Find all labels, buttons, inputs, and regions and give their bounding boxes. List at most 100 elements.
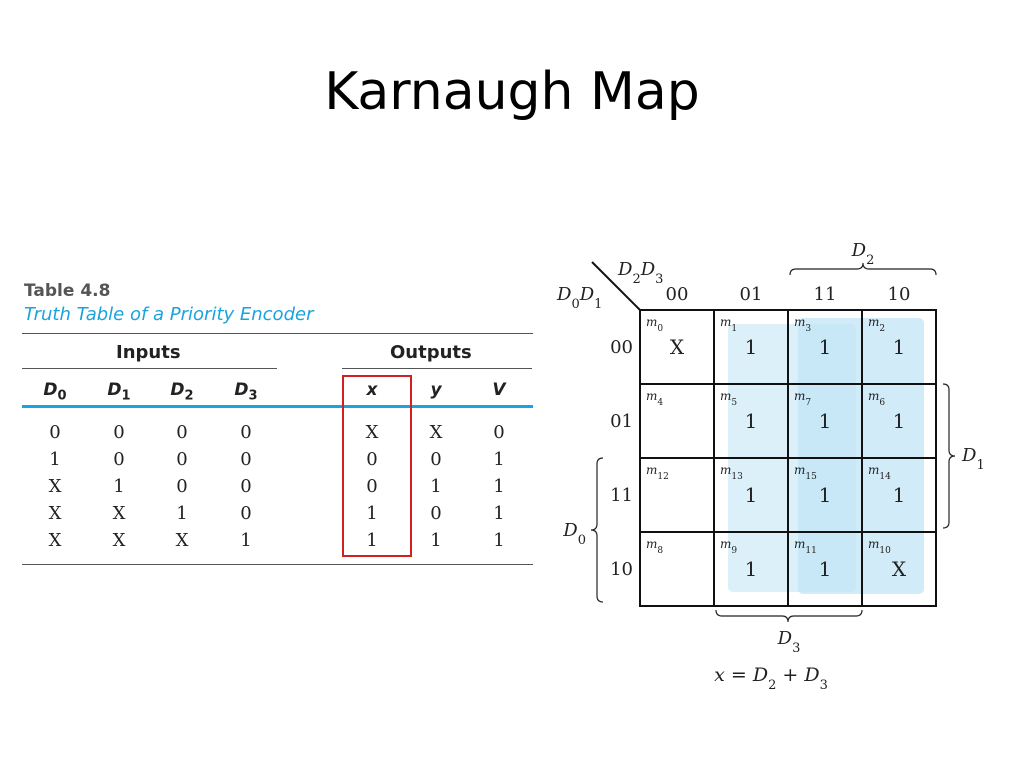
table-cell: 1	[176, 503, 188, 524]
brace-left-label: D0	[562, 520, 586, 548]
table-cell: X	[48, 503, 62, 524]
kmap-groupings	[728, 318, 924, 594]
kmap-equation: x = D2 + D3	[714, 664, 828, 693]
kmap-row-code: 10	[610, 559, 633, 580]
kmap-minterm: m2	[868, 315, 885, 334]
table-cell: 0	[113, 422, 125, 443]
col-header-d3: D3	[234, 380, 258, 404]
kmap-minterm: m9	[720, 537, 737, 556]
kmap-cell-value: 1	[745, 335, 758, 359]
table-cell: X	[429, 422, 443, 443]
table-cell: X	[48, 476, 62, 497]
kmap-minterm: m0	[646, 315, 663, 334]
table-cell: 1	[493, 449, 505, 470]
brace-right	[942, 383, 956, 529]
table-cell: 1	[493, 503, 505, 524]
table-cell: 0	[49, 422, 61, 443]
table-top-rule	[22, 333, 533, 334]
outputs-header: Outputs	[390, 342, 472, 363]
table-cell: 0	[176, 476, 188, 497]
kmap-corner-top: D2D3	[617, 259, 663, 287]
table-cell: 0	[113, 449, 125, 470]
header-rule	[22, 405, 533, 408]
table-cell: 0	[240, 503, 252, 524]
table-cell: X	[112, 530, 126, 551]
table-label: Table 4.8	[24, 281, 111, 301]
table-cell: 0	[176, 449, 188, 470]
kmap-minterm: m3	[794, 315, 811, 334]
brace-bottom-label: D3	[777, 628, 801, 656]
table-cell: 0	[240, 449, 252, 470]
table-cell: 0	[176, 422, 188, 443]
kmap-corner-diagonal	[591, 261, 641, 311]
table-cell: 0	[493, 422, 505, 443]
table-cell: 0	[366, 476, 378, 497]
kmap-minterm: m7	[794, 389, 811, 408]
kmap-row-code: 01	[610, 411, 633, 432]
table-cell: 1	[366, 503, 378, 524]
kmap-cell-value: 1	[819, 557, 832, 581]
table-cell: 1	[49, 449, 61, 470]
table-bottom-rule	[22, 564, 533, 565]
kmap-cell-value: 1	[745, 557, 758, 581]
kmap-minterm: m15	[794, 463, 817, 482]
kmap-minterm: m1	[720, 315, 737, 334]
table-cell: 0	[240, 422, 252, 443]
table-cell: 0	[366, 449, 378, 470]
kmap-cell-value: 1	[819, 409, 832, 433]
table-cell: 0	[430, 503, 442, 524]
kmap-minterm: m6	[868, 389, 885, 408]
kmap-cell-value: 1	[893, 409, 906, 433]
col-header-d2: D2	[170, 380, 194, 404]
brace-top-label: D2	[851, 240, 875, 268]
kmap-minterm: m10	[868, 537, 891, 556]
kmap-cell-value: 1	[745, 483, 758, 507]
table-cell: 1	[240, 530, 252, 551]
kmap-col-code: 01	[740, 284, 763, 305]
inputs-header: Inputs	[116, 342, 181, 363]
table-cell: 1	[493, 530, 505, 551]
x-column-highlight	[342, 375, 412, 557]
kmap-minterm: m8	[646, 537, 663, 556]
table-cell: 1	[366, 530, 378, 551]
brace-right-label: D1	[961, 445, 985, 473]
kmap-cell-value: 1	[819, 335, 832, 359]
kmap-minterm: m5	[720, 389, 737, 408]
slide-title: Karnaugh Map	[324, 62, 700, 122]
outputs-underline	[342, 368, 532, 369]
kmap-cell-value: X	[892, 557, 907, 581]
col-header-d0: D0	[43, 380, 67, 404]
kmap-minterm: m11	[794, 537, 817, 556]
table-cell: 1	[493, 476, 505, 497]
kmap-cell-value: 1	[819, 483, 832, 507]
kmap-cell-value: 1	[893, 483, 906, 507]
table-cell: X	[112, 503, 126, 524]
kmap-row-code: 00	[610, 337, 633, 358]
inputs-underline	[22, 368, 277, 369]
table-cell: X	[48, 530, 62, 551]
table-cell: 0	[240, 476, 252, 497]
table-cell: 0	[430, 449, 442, 470]
kmap-minterm: m14	[868, 463, 891, 482]
kmap-minterm: m4	[646, 389, 663, 408]
kmap-cell-value: X	[670, 335, 685, 359]
table-caption: Truth Table of a Priority Encoder	[24, 304, 314, 325]
kmap-minterm: m13	[720, 463, 743, 482]
kmap-col-code: 00	[666, 284, 689, 305]
brace-left	[590, 457, 604, 603]
table-cell: X	[365, 422, 379, 443]
kmap-col-code: 11	[814, 284, 837, 305]
kmap-corner-left: D0D1	[556, 284, 602, 312]
col-header-x: x	[366, 380, 378, 400]
kmap-row-code: 11	[610, 485, 633, 506]
kmap-cell-value: 1	[893, 335, 906, 359]
col-header-y: y	[430, 380, 442, 400]
kmap-cell-value: 1	[745, 409, 758, 433]
brace-top	[789, 262, 937, 276]
brace-bottom	[715, 609, 863, 623]
table-cell: 1	[430, 476, 442, 497]
kmap-grid	[590, 261, 956, 623]
table-cell: 1	[430, 530, 442, 551]
kmap-col-code: 10	[888, 284, 911, 305]
